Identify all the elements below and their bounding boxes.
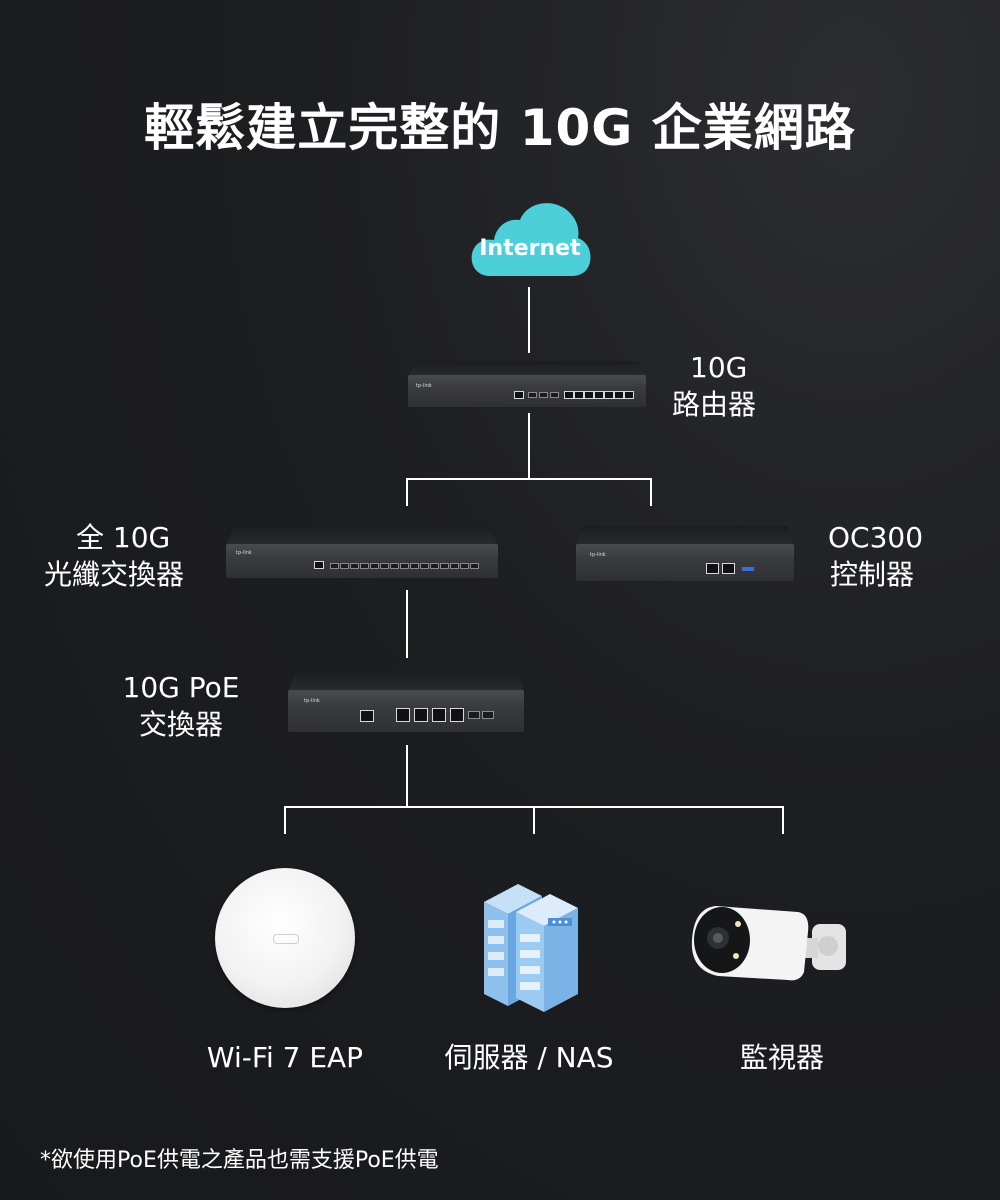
poe-switch-label-line1: 10G PoE <box>122 671 240 704</box>
router-brand: tp-link <box>416 383 432 389</box>
poe-switch-label-line2: 交換器 <box>138 708 223 741</box>
line-branch-left <box>406 478 408 506</box>
line-fiber-poe <box>406 590 408 658</box>
camera-icon <box>691 906 846 981</box>
internet-label: Internet <box>479 236 581 261</box>
poe-switch-console-port <box>360 710 374 722</box>
controller-port <box>722 563 735 574</box>
controller-usb-port <box>742 567 754 571</box>
camera-label: 監視器 <box>739 1041 824 1074</box>
router-label-line2: 路由器 <box>672 388 757 421</box>
poe-switch-brand: tp-link <box>304 698 320 704</box>
router-sfp <box>550 392 559 398</box>
poe-switch-port <box>396 708 410 722</box>
router-port <box>514 391 524 399</box>
router-port <box>614 391 624 399</box>
fiber-switch-label: 全 10G 光纖交換器 <box>44 519 214 593</box>
router-port <box>564 391 574 399</box>
router-device: tp-link <box>408 361 646 407</box>
router-sfp <box>539 392 548 398</box>
internet-cloud-icon <box>471 203 591 276</box>
fiber-switch-console-port <box>314 561 324 569</box>
line-router-branch <box>406 478 652 480</box>
poe-switch-port <box>414 708 428 722</box>
controller-device: tp-link <box>576 526 794 581</box>
footnote: *欲使用PoE供電之產品也需支援PoE供電 <box>40 1148 439 1173</box>
eap-label: Wi-Fi 7 EAP <box>206 1041 364 1074</box>
poe-switch-sfp <box>468 711 480 719</box>
line-branch-eap <box>284 806 286 834</box>
poe-switch-device: tp-link <box>288 670 524 732</box>
router-port <box>624 391 634 399</box>
router-label-line1: 10G <box>690 351 748 384</box>
controller-port <box>706 563 719 574</box>
poe-switch-port <box>432 708 446 722</box>
router-port <box>594 391 604 399</box>
router-label: 10G 路由器 <box>672 349 772 423</box>
fiber-switch-label-line2: 光纖交換器 <box>44 558 185 591</box>
router-port <box>584 391 594 399</box>
line-branch-server <box>533 806 535 834</box>
controller-label-line2: 控制器 <box>830 558 915 591</box>
controller-brand: tp-link <box>590 552 606 558</box>
line-poe-down <box>406 745 408 808</box>
router-port <box>604 391 614 399</box>
poe-switch-label: 10G PoE 交換器 <box>116 669 246 743</box>
page-title: 輕鬆建立完整的 10G 企業網路 <box>144 99 856 157</box>
line-branch-right <box>650 478 652 506</box>
line-router-down <box>528 413 530 479</box>
controller-label-line1: OC300 <box>828 521 924 554</box>
fiber-switch-device: tp-link <box>226 526 498 578</box>
router-sfp <box>528 392 537 398</box>
router-port <box>574 391 584 399</box>
controller-label: OC300 控制器 <box>828 519 938 593</box>
line-internet-router <box>528 287 530 353</box>
poe-switch-port <box>450 708 464 722</box>
line-branch-camera <box>782 806 784 834</box>
fiber-switch-brand: tp-link <box>236 550 252 556</box>
server-label: 伺服器 / NAS <box>444 1041 614 1074</box>
eap-logo-icon <box>273 934 299 944</box>
eap-device <box>215 868 355 1008</box>
fiber-switch-label-line1: 全 10G <box>76 521 171 554</box>
server-nas-icon <box>484 884 578 1012</box>
poe-switch-sfp <box>482 711 494 719</box>
